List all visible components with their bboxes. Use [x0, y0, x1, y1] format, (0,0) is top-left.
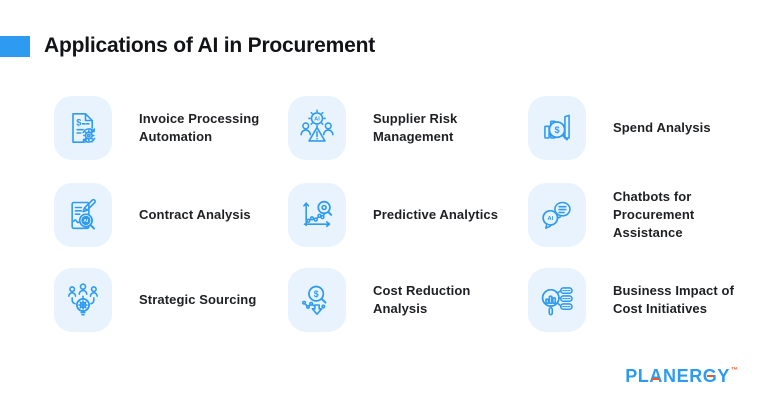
icon-tile: AI — [54, 183, 112, 247]
item-label: Cost Reduction Analysis — [373, 283, 471, 316]
ai-glyph: AI — [83, 218, 88, 224]
header: Applications of AI in Procurement — [0, 35, 375, 57]
icon-tile — [288, 183, 346, 247]
icon-tile: $ — [288, 268, 346, 332]
icon-tile: $ — [528, 96, 586, 160]
icon-tile: AI — [288, 96, 346, 160]
icon-tile — [528, 268, 586, 332]
grid-row: $ Invoice Processing Automation — [54, 96, 748, 160]
grid-item: $ Cost Reduction Analysis — [288, 268, 528, 332]
grid-row: Strategic Sourcing $ Cost Reduction Anal… — [54, 268, 748, 332]
planergy-logo: PLANERGY ™ — [625, 366, 738, 386]
business-impact-icon — [541, 287, 573, 316]
contract-analysis-icon: AI — [71, 198, 96, 230]
item-label: Chatbots for Procurement Assistance — [613, 189, 695, 240]
ai-glyph: AI — [314, 117, 320, 123]
brand-name: PLANERGY — [625, 366, 730, 386]
grid-item: AI Contract Analysis — [54, 183, 288, 247]
grid-row: AI Contract Analysis — [54, 183, 748, 247]
grid-item: AI Supplier Risk Management — [288, 96, 528, 160]
trademark-symbol: ™ — [731, 367, 738, 374]
grid-item: Strategic Sourcing — [54, 268, 288, 332]
icon-tile: AI — [528, 183, 586, 247]
invoice-processing-automation-icon: $ — [72, 113, 97, 144]
item-label: Strategic Sourcing — [139, 292, 257, 307]
dollar-glyph: $ — [76, 118, 81, 128]
grid-item: $ Spend Analysis — [528, 96, 748, 160]
grid-item: AI Chatbots for Procurement Assistance — [528, 183, 748, 247]
icon-tile — [54, 268, 112, 332]
strategic-sourcing-icon — [68, 283, 98, 316]
grid-item: Business Impact of Cost Initiatives — [528, 268, 748, 332]
item-label: Supplier Risk Management — [373, 111, 458, 144]
logo-accent-bar-a — [651, 378, 659, 381]
icon-tile: $ — [54, 96, 112, 160]
cost-reduction-analysis-icon: $ — [302, 285, 327, 315]
item-label: Invoice Processing Automation — [139, 111, 260, 144]
applications-grid: $ Invoice Processing Automation — [54, 96, 748, 332]
ai-glyph: AI — [548, 216, 554, 222]
supplier-risk-management-icon: AI — [300, 109, 334, 142]
grid-item: $ Invoice Processing Automation — [54, 96, 288, 160]
planergy-logo-text: PLANERGY — [625, 366, 730, 386]
logo-accent-bar-g — [707, 375, 715, 378]
item-label: Spend Analysis — [613, 120, 711, 135]
dollar-glyph: $ — [314, 289, 319, 299]
spend-analysis-icon: $ — [544, 114, 570, 141]
item-label: Predictive Analytics — [373, 207, 499, 222]
predictive-analytics-icon — [303, 200, 333, 228]
grid-item: Predictive Analytics — [288, 183, 528, 247]
chatbots-icon: AI — [542, 201, 571, 229]
dollar-glyph: $ — [554, 125, 559, 135]
item-label: Business Impact of Cost Initiatives — [613, 283, 734, 316]
item-label: Contract Analysis — [139, 207, 251, 222]
page-title: Applications of AI in Procurement — [44, 34, 375, 57]
title-accent-bar — [0, 35, 30, 57]
